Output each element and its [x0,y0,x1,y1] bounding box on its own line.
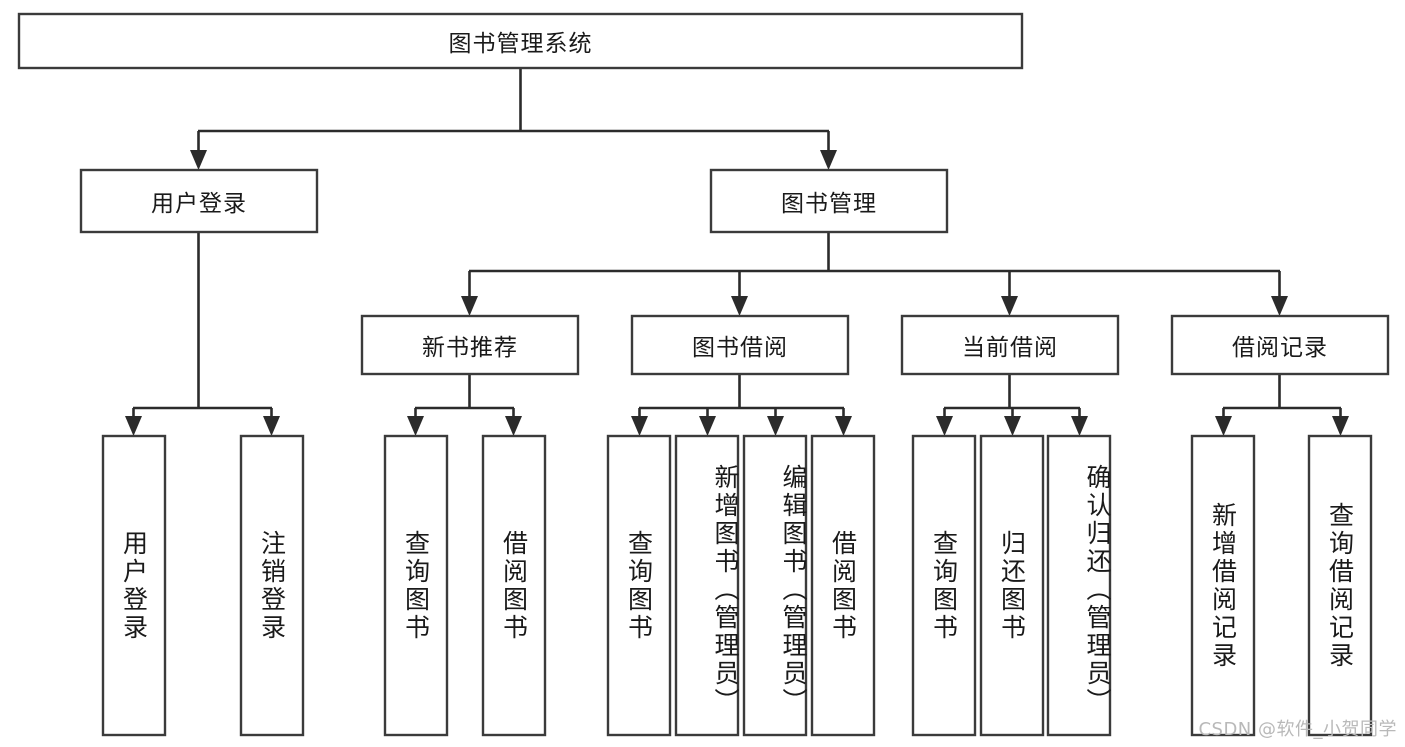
leaf-query-borrow-record[interactable] [1307,434,1373,737]
leaf-add-borrow-record[interactable] [1190,434,1256,737]
connector-group-borrow-record [1222,374,1342,418]
connector-group-book-manage [468,232,1281,298]
leaf-borrow-book[interactable] [810,434,876,737]
connector-group-root [197,68,830,152]
leaf-query-book-borrow[interactable] [606,434,672,737]
arrowhead-current-borrow-leaves [936,416,1088,436]
leaf-return-book[interactable] [979,434,1045,737]
arrowhead-user-login-leaves [125,416,280,436]
leaf-borrow-book-recommend[interactable] [481,434,547,737]
arrowhead-borrow-record-leaves [1215,416,1349,436]
node-new-book-recommend[interactable] [360,314,580,376]
leaf-query-book-current[interactable] [911,434,977,737]
leaf-user-logout[interactable] [239,434,305,737]
leaf-user-login[interactable] [101,434,167,737]
leaf-confirm-return-admin[interactable] [1046,434,1112,737]
node-user-login[interactable] [79,168,319,234]
connector-group-book-borrow [638,374,845,418]
node-current-borrow[interactable] [900,314,1120,376]
arrowhead-new-book-leaves [407,416,522,436]
node-book-manage[interactable] [709,168,949,234]
connector-group-user-login [132,232,273,418]
connector-group-new-book [414,374,515,418]
arrowhead-book-manage-children [461,296,1288,316]
leaf-query-book-recommend[interactable] [383,434,449,737]
arrowhead-root-to-level2 [190,150,837,170]
csdn-watermark: CSDN @软件_小贺同学 [1198,719,1397,740]
connector-group-current-borrow [943,374,1081,418]
node-root-system[interactable] [17,12,1024,70]
arrowhead-book-borrow-leaves [631,416,852,436]
leaf-add-book-admin[interactable] [674,434,740,737]
node-borrow-record[interactable] [1170,314,1390,376]
leaf-edit-book-admin[interactable] [742,434,808,737]
node-book-borrow[interactable] [630,314,850,376]
